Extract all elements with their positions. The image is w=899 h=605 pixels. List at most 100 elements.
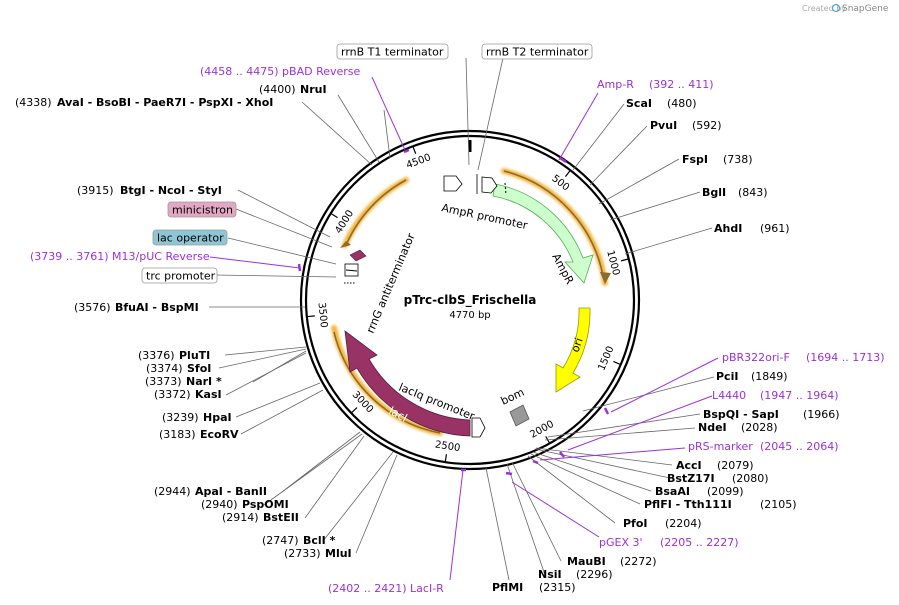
site-pflfi-pos: (2105)	[760, 498, 797, 511]
site-fspi-name: FspI	[682, 153, 708, 166]
site-btgi-names: BtgI - NcoI - StyI	[120, 184, 222, 197]
tick-label-4500: 4500	[405, 152, 433, 171]
site-pfoi-pos: (2204)	[665, 517, 702, 530]
primer-prs-name: pRS-marker	[688, 440, 753, 453]
site-ecorv-name: EcoRV	[200, 428, 239, 441]
primer-leaders	[209, 76, 719, 581]
site-bcli-pos: (2747)	[262, 534, 299, 547]
site-pcii-name: PciI	[716, 370, 738, 383]
site-nrui-name: NruI	[300, 83, 327, 96]
snapgene-brand: SnapGene	[842, 4, 889, 14]
site-pvui-pos: (592)	[692, 119, 722, 132]
tick-mark-2500	[444, 454, 448, 463]
primer-pgex-range: (2205 .. 2227)	[660, 536, 739, 549]
site-maubi-name: MauBI	[567, 555, 606, 568]
site-sfoi-pos: (3374)	[146, 362, 183, 375]
site-bfuai-pos: (3576)	[74, 301, 111, 314]
tick-mark-3000	[350, 407, 358, 414]
lac-operator-glyph	[345, 269, 358, 272]
site-ndei-name: NdeI	[698, 421, 727, 434]
rrng-antiterminator-label: rrnG antiterminator	[364, 231, 418, 335]
site-bsaai-name: BsaAI	[655, 485, 690, 498]
site-kasi-pos: (3372)	[154, 388, 191, 401]
site-pluti-name: PluTI	[179, 349, 210, 362]
svg-text:lac operator: lac operator	[157, 232, 224, 245]
site-bcli-name: BclI *	[303, 534, 336, 547]
svg-text:rrnB T2 terminator: rrnB T2 terminator	[486, 46, 589, 59]
site-bspqi-names: BspQI - SapI	[703, 408, 779, 421]
site-scai-name: ScaI	[626, 97, 652, 110]
halo-arrow-1	[600, 272, 611, 284]
tick-label-1000: 1000	[604, 249, 621, 276]
site-avai-pos: (4338)	[15, 96, 52, 109]
site-scai-pos: (480)	[667, 97, 697, 110]
site-pflfi-names: PflFI - Tth111I	[644, 498, 732, 511]
tick-mark-3500	[306, 315, 315, 318]
tick-label-2000: 2000	[528, 419, 556, 441]
site-bgli-pos: (843)	[738, 186, 768, 199]
site-pflmi-pos: (2315)	[539, 581, 576, 594]
tick-label-2500: 2500	[434, 439, 461, 454]
site-nrui-pos: (4400)	[259, 83, 296, 96]
ampr-promoter-arrow-2	[481, 176, 498, 194]
site-pcii-pos: (1849)	[751, 370, 788, 383]
site-hpai-name: HpaI	[203, 411, 232, 424]
site-bgli-name: BglI	[702, 186, 726, 199]
svg-text:minicistron: minicistron	[172, 204, 233, 217]
site-mlui-name: MluI	[325, 547, 352, 560]
primer-pbr322-range: (1694 .. 1713)	[806, 351, 885, 364]
bom-label: bom	[499, 386, 527, 408]
backbone-inner	[304, 134, 636, 466]
plasmid-name: pTrc-clbS_Frischella	[404, 293, 537, 308]
site-bsaai-pos: (2099)	[707, 485, 744, 498]
site-sfoi-name: SfoI	[187, 362, 211, 375]
plasmid-length: 4770 bp	[449, 310, 490, 321]
primer-pgex-name: pGEX 3'	[599, 536, 643, 549]
tick-label-1500: 1500	[596, 345, 616, 373]
primer-marks	[297, 148, 610, 476]
site-bsteii-pos: (2914)	[222, 511, 259, 524]
site-acci-pos: (2079)	[717, 459, 754, 472]
ampr-promoter-label: AmpR promoter	[440, 201, 529, 232]
laciq-promoter-arrow	[471, 417, 486, 438]
site-ahdi-pos: (961)	[760, 222, 790, 235]
ori-feature	[555, 307, 591, 393]
snapgene-logo-icon	[831, 3, 841, 13]
tick-mark-4000	[330, 212, 338, 219]
primer-m13-reverse: (3739 .. 3761) M13/pUC Reverse	[30, 250, 210, 263]
primer-ampr-name: Amp-R	[597, 78, 634, 91]
svg-text:rrnB T1 terminator: rrnB T1 terminator	[341, 46, 444, 59]
site-hpai-pos: (3239)	[162, 411, 199, 424]
laci-feature	[344, 330, 471, 437]
primer-l4440-range: (1947 .. 1964)	[760, 389, 839, 402]
site-pluti-pos: (3376)	[138, 349, 175, 362]
site-fspi-pos: (738)	[723, 153, 753, 166]
box-lac-operator: lac operator	[152, 229, 228, 246]
site-apai-pos: (2944)	[154, 485, 191, 498]
primer-prs-range: (2045 .. 2064)	[760, 440, 839, 453]
ampr-feature	[492, 183, 594, 284]
site-kasi-name: KasI	[195, 388, 222, 401]
box-rrnb-t1: rrnB T1 terminator	[336, 43, 449, 60]
primer-pbr322-name: pBR322ori-F	[722, 351, 790, 364]
site-ecorv-pos: (3183)	[159, 428, 196, 441]
leader-lines	[209, 57, 715, 581]
site-bspqi-pos: (1966)	[803, 408, 840, 421]
tick-mark-1000	[620, 258, 629, 262]
primer-pbad-reverse: (4458 .. 4475) pBAD Reverse	[200, 65, 361, 78]
ori-label: ori	[569, 336, 586, 354]
site-pvui-name: PvuI	[650, 119, 677, 132]
primer-l4440-name: L4440	[712, 389, 746, 402]
site-maubi-pos: (2272)	[620, 555, 657, 568]
box-rrnb-t2: rrnB T2 terminator	[481, 43, 593, 60]
site-ndei-pos: (2028)	[741, 421, 778, 434]
site-avai-names: AvaI - BsoBI - PaeR7I - PspXI - XhoI	[57, 96, 273, 109]
site-bfuai-names: BfuAI - BspMI	[115, 301, 199, 314]
ampr-promoter-arrow-1	[443, 175, 463, 192]
site-nari-pos: (3373)	[145, 375, 182, 388]
site-pspomi-pos: (2940)	[201, 498, 238, 511]
tick-mark-1500	[613, 360, 621, 366]
tick-mark-500	[565, 169, 571, 177]
primer-ampr-range: (392 .. 411)	[649, 78, 714, 91]
